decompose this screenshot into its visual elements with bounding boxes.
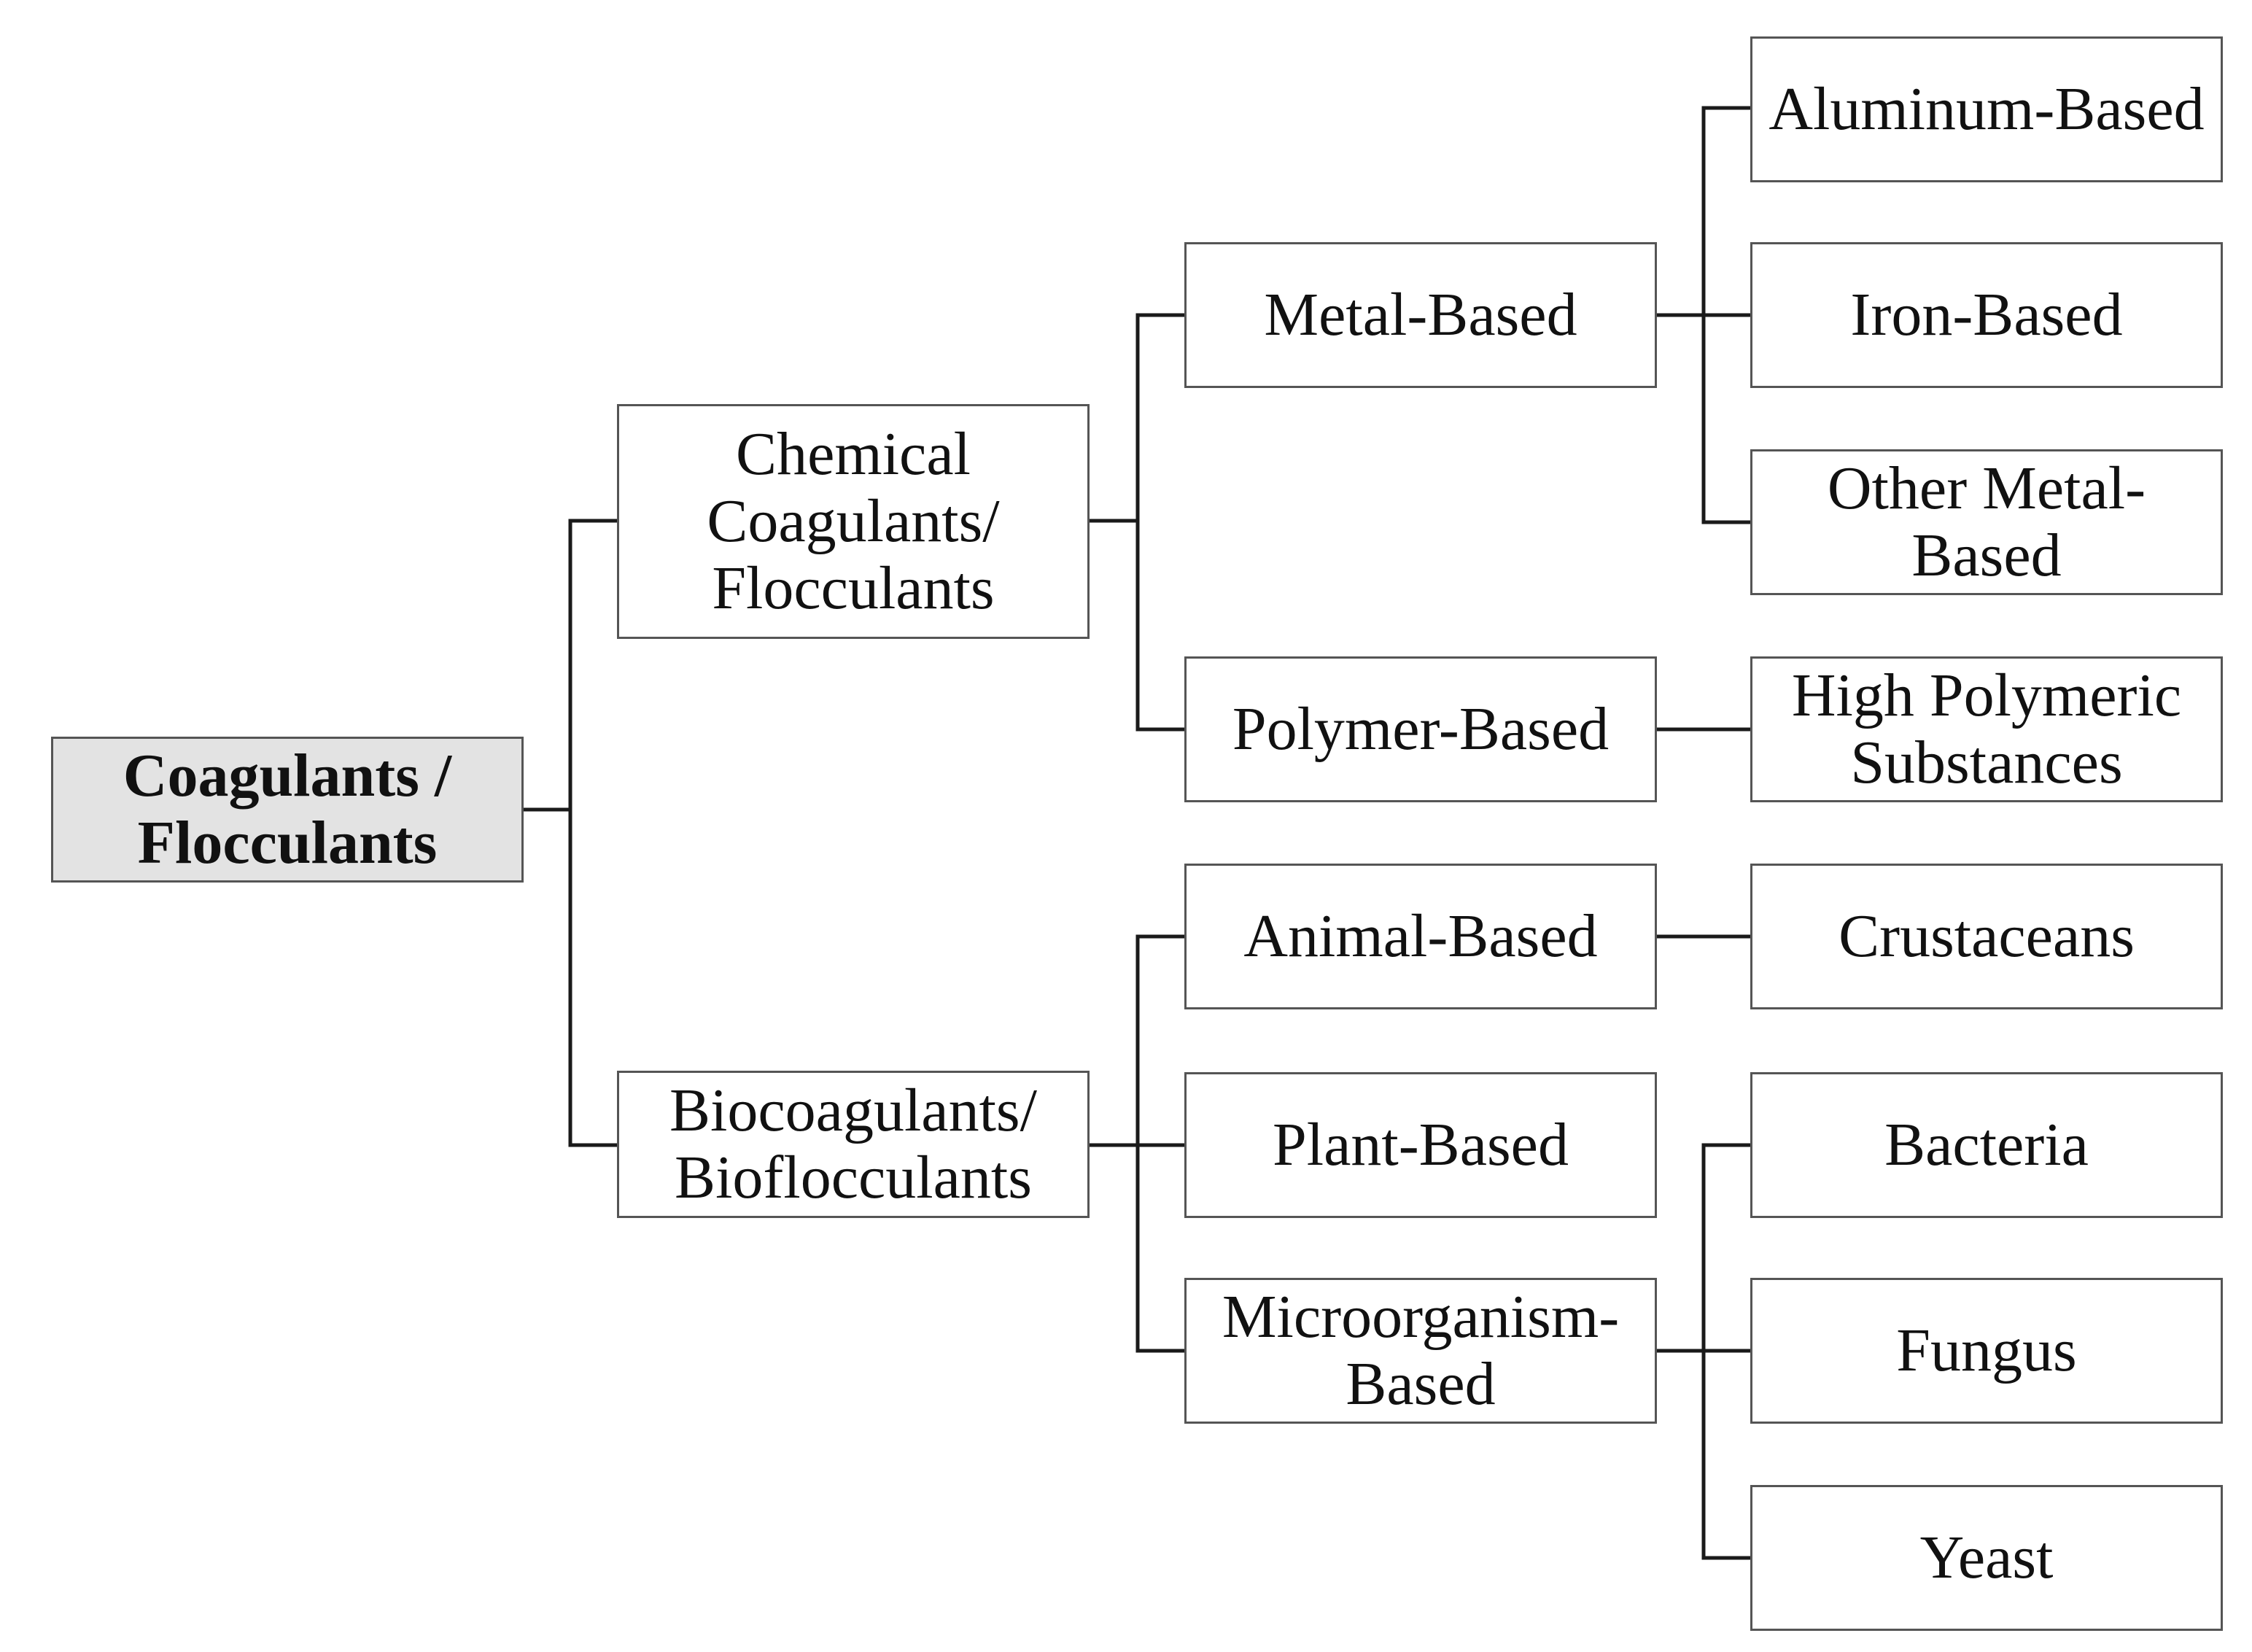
node-animal-based: Animal-Based — [1184, 864, 1657, 1009]
node-label: Animal-Based — [1243, 902, 1598, 970]
node-label: Aluminum-Based — [1768, 75, 2205, 143]
node-label: Polymer-Based — [1232, 695, 1610, 763]
node-label: Chemical Coagulants/ Flocculants — [707, 420, 1000, 622]
node-label: Fungus — [1896, 1316, 2077, 1384]
node-label: Iron-Based — [1850, 281, 2123, 349]
node-label: Crustaceans — [1839, 902, 2135, 970]
node-label: Biocoagulants/ Bioflocculants — [669, 1077, 1037, 1211]
node-label: Coagulants / Flocculants — [123, 742, 452, 877]
node-plant-based: Plant-Based — [1184, 1072, 1657, 1218]
node-label: Microorganism- Based — [1222, 1283, 1620, 1418]
node-crustaceans: Crustaceans — [1750, 864, 2223, 1009]
node-chemical-coagulants: Chemical Coagulants/ Flocculants — [617, 404, 1090, 639]
node-other-metal-based: Other Metal- Based — [1750, 449, 2223, 595]
node-label: Plant-Based — [1273, 1111, 1569, 1179]
node-aluminum-based: Aluminum-Based — [1750, 36, 2223, 182]
node-bacteria: Bacteria — [1750, 1072, 2223, 1218]
node-microorganism-based: Microorganism- Based — [1184, 1278, 1657, 1424]
node-biocoagulants: Biocoagulants/ Bioflocculants — [617, 1071, 1090, 1218]
node-label: Other Metal- Based — [1827, 454, 2146, 589]
node-label: Yeast — [1919, 1524, 2054, 1591]
node-label: Bacteria — [1884, 1111, 2089, 1179]
node-iron-based: Iron-Based — [1750, 242, 2223, 388]
node-label: High Polymeric Substances — [1791, 662, 2182, 796]
node-metal-based: Metal-Based — [1184, 242, 1657, 388]
node-high-polymeric-substances: High Polymeric Substances — [1750, 656, 2223, 802]
node-fungus: Fungus — [1750, 1278, 2223, 1424]
node-coagulants-flocculants: Coagulants / Flocculants — [51, 737, 524, 883]
node-polymer-based: Polymer-Based — [1184, 656, 1657, 802]
node-yeast: Yeast — [1750, 1485, 2223, 1631]
node-label: Metal-Based — [1264, 281, 1577, 349]
